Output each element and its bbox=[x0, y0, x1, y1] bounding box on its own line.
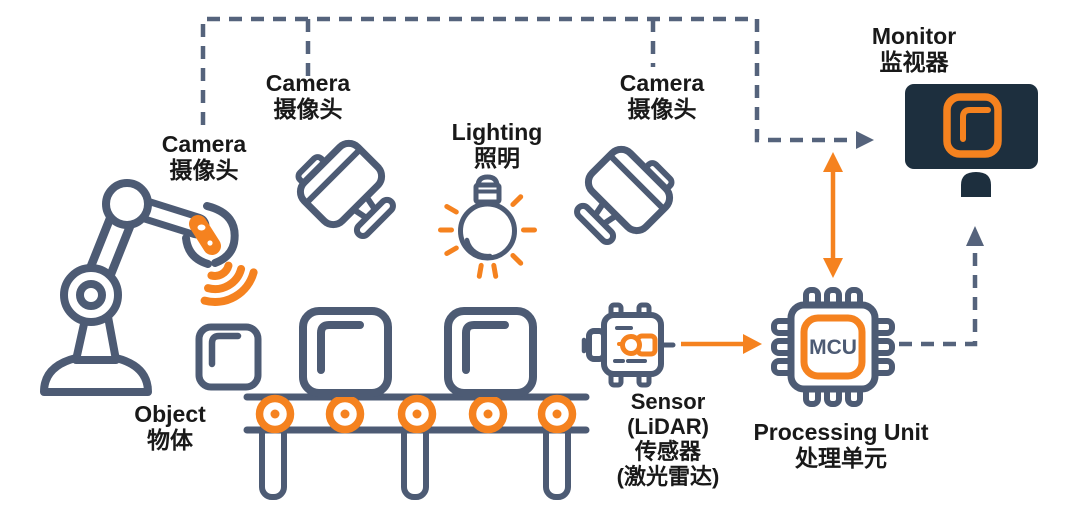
label-camera-left: Camera 摄像头 bbox=[162, 131, 246, 183]
label-line-zh: 传感器 bbox=[634, 439, 701, 465]
label-monitor: Monitor 监视器 bbox=[872, 23, 956, 75]
label-line-en: Sensor bbox=[630, 389, 706, 414]
label-line-en: Camera bbox=[619, 70, 705, 96]
lidar-sensor-icon bbox=[581, 302, 676, 388]
label-line-zh2: (激光雷达) bbox=[616, 464, 720, 490]
label-line-zh: 监视器 bbox=[879, 49, 949, 76]
robot-arm-icon bbox=[40, 179, 258, 396]
label-sensor: Sensor (LiDAR) 传感器 (激光雷达) bbox=[617, 389, 720, 489]
label-line-zh: 处理单元 bbox=[794, 445, 887, 472]
conveyor-rollers bbox=[255, 394, 577, 434]
label-line-en: Lighting bbox=[451, 119, 543, 145]
label-camera-mid: Camera 摄像头 bbox=[266, 70, 350, 122]
arrowhead-to-monitor bbox=[856, 131, 874, 149]
label-line-zh: 摄像头 bbox=[169, 157, 239, 184]
object-box-icon bbox=[195, 323, 262, 391]
belt-box-icon bbox=[299, 307, 392, 397]
label-line-zh: 物体 bbox=[146, 427, 193, 454]
label-line-zh: 摄像头 bbox=[627, 96, 697, 123]
mcu-chip-label: MCU bbox=[809, 336, 857, 359]
label-processing-unit: Processing Unit 处理单元 bbox=[753, 419, 928, 471]
camera-icon-left bbox=[288, 131, 406, 249]
label-line-en: Object bbox=[134, 401, 206, 427]
label-line-en: Camera bbox=[161, 131, 247, 157]
light-rays bbox=[438, 194, 537, 279]
arrow-sensor-to-mcu bbox=[681, 334, 762, 354]
monitor-icon bbox=[905, 84, 1038, 197]
signal-waves-icon bbox=[200, 261, 258, 306]
lightbulb-icon bbox=[438, 174, 537, 279]
label-line-zh: 照明 bbox=[474, 145, 520, 172]
gripper-icon bbox=[189, 215, 221, 255]
dashed-connector-mcu-to-monitor bbox=[899, 226, 984, 347]
belt-box-icon bbox=[444, 307, 537, 397]
arrowhead-up-monitor bbox=[966, 226, 984, 246]
arrow-monitor-mcu bbox=[823, 152, 843, 278]
conveyor-belt-icon bbox=[243, 393, 590, 500]
label-line-en: Processing Unit bbox=[753, 419, 929, 445]
label-camera-right: Camera 摄像头 bbox=[620, 70, 704, 122]
label-object: Object 物体 bbox=[134, 401, 206, 453]
camera-icon-right bbox=[564, 137, 682, 255]
mcu-chip-icon: MCU bbox=[771, 287, 895, 407]
label-line-zh: 摄像头 bbox=[273, 96, 343, 123]
label-line-en: Camera bbox=[265, 70, 351, 96]
dashed-connector-cameras-to-monitor bbox=[200, 16, 874, 149]
label-lighting: Lighting 照明 bbox=[452, 119, 543, 171]
label-line-en2: (LiDAR) bbox=[627, 414, 709, 440]
label-line-en: Monitor bbox=[871, 23, 957, 49]
